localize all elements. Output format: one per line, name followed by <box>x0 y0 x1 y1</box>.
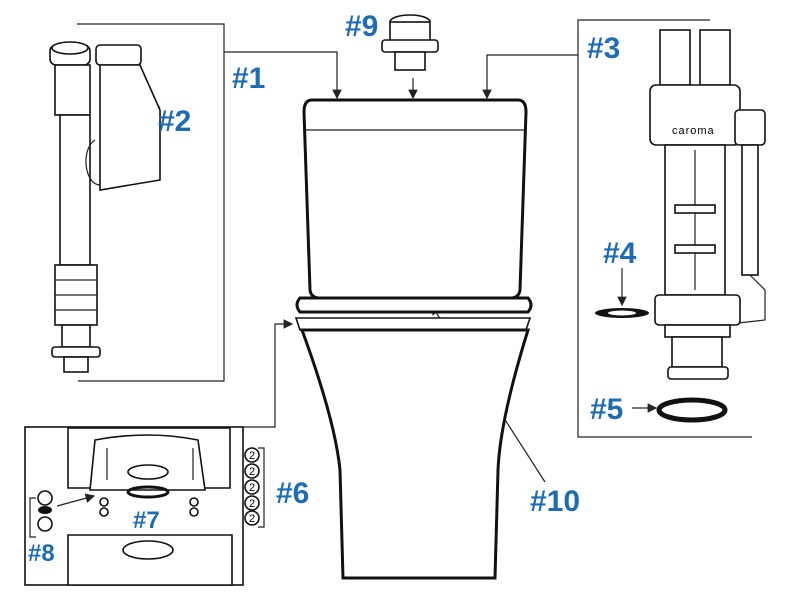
label-part-5: #5 <box>590 393 623 426</box>
leader-part-6 <box>243 319 294 428</box>
brand-logo: caroma <box>672 125 715 137</box>
label-part-4: #4 <box>603 237 637 270</box>
label-part-8: #8 <box>28 540 55 567</box>
fill-valve-illustration <box>49 41 161 373</box>
label-part-7: #7 <box>133 507 160 534</box>
toilet-illustration <box>294 98 533 580</box>
installation-inset: 2 2 2 2 2 <box>24 426 265 586</box>
label-part-3: #3 <box>587 32 620 65</box>
toilet-bowl <box>299 328 531 580</box>
label-part-1: #1 <box>232 62 265 95</box>
label-part-6: #6 <box>276 477 309 510</box>
quantity-3: 2 <box>249 482 255 494</box>
seal-part-5 <box>656 397 728 423</box>
bracket-part-1 <box>77 23 225 382</box>
label-part-2: #2 <box>158 105 191 138</box>
quantity-1: 2 <box>249 450 255 462</box>
quantity-4: 2 <box>249 498 255 510</box>
label-part-9: #9 <box>345 10 378 43</box>
inlet-valve-illustration <box>381 14 439 71</box>
part-labels: #1 #2 #3 #4 #5 #6 #7 #8 #9 #10 <box>28 10 637 567</box>
leader-part-3 <box>482 54 578 100</box>
quantity-2: 2 <box>249 466 255 478</box>
quantity-callouts: 2 2 2 2 2 <box>244 447 260 526</box>
label-part-10: #10 <box>530 485 580 518</box>
quantity-5: 2 <box>249 513 255 525</box>
leader-part-1 <box>224 51 342 100</box>
flush-valve-illustration: caroma <box>595 29 766 423</box>
bracket-part-3 <box>577 19 752 438</box>
toilet-seat-lid <box>295 296 533 314</box>
